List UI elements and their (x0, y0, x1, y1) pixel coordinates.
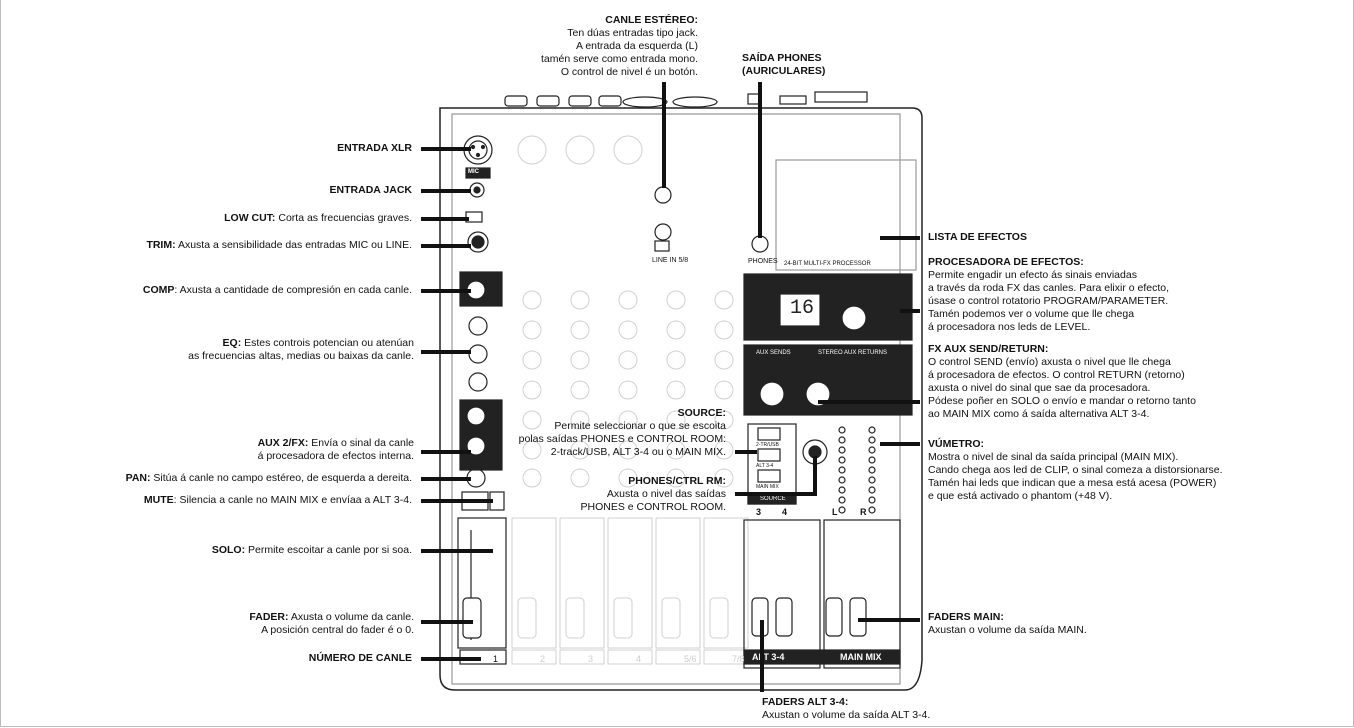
vu-led-left (838, 426, 846, 434)
vu-led-left (838, 506, 846, 514)
label-comp: COMP: Axusta a cantidade de compresión e… (142, 284, 412, 296)
vu-led-right (868, 436, 876, 444)
vu-led-right (868, 476, 876, 484)
label-fader: FADER: Axusta o volume da canle.A posici… (249, 611, 414, 636)
channel-strip-3 (559, 135, 605, 665)
leader-mute (421, 499, 493, 503)
source-button-2tr[interactable]: 2-TR/USB (756, 442, 779, 448)
channel-number: 1 (493, 654, 499, 664)
label-xlr: ENTRADA XLR (337, 142, 412, 154)
leader-source (735, 450, 757, 454)
vu-led-left (838, 486, 846, 494)
channel-number: 2 (540, 654, 546, 664)
label-processor: PROCESADORA DE EFECTOS: Permite engadir … (928, 256, 1170, 333)
label-source: SOURCE: Permite seleccionar o que se esc… (518, 407, 726, 458)
leader-phones-ctrl-v (813, 456, 817, 496)
leader-fader (421, 620, 473, 624)
leader-aux (421, 450, 471, 454)
vu-led-right (868, 466, 876, 474)
vu-led-left (838, 456, 846, 464)
alt-number-4: 4 (782, 507, 788, 517)
channel-number: 5/6 (684, 654, 697, 664)
leader-comp (421, 289, 471, 293)
leader-phones (758, 82, 762, 238)
label-mute: MUTE: Silencia a canle no MAIN MIX e env… (143, 494, 412, 506)
alt-number-3: 3 (756, 507, 762, 517)
label-stereo-channel: CANLE ESTÉREO: Ten dúas entradas tipo ja… (541, 14, 698, 78)
label-fx-aux: FX AUX SEND/RETURN: O control SEND (enví… (928, 343, 1196, 420)
leader-fx-list (880, 236, 920, 240)
leader-eq (421, 350, 471, 354)
leader-faders-main (858, 618, 920, 622)
label-fx-list: LISTA DE EFECTOS (928, 231, 1027, 243)
leader-trim (421, 244, 471, 248)
main-l: L (832, 507, 838, 517)
leader-lowcut (421, 217, 469, 221)
leader-pan (421, 477, 471, 481)
vu-meter-leds (838, 426, 876, 514)
label-trim: TRIM: Axusta a sensibilidade das entrada… (146, 239, 412, 251)
vu-led-left (838, 496, 846, 504)
channel-strip-7/8 (703, 290, 749, 665)
vu-led-left (838, 446, 846, 454)
label-channel-number: NÚMERO DE CANLE (308, 652, 412, 664)
leader-solo (421, 549, 493, 553)
fx-display: 16 (790, 297, 815, 320)
label-phones-ctrl: PHONES/CTRL RM: Axusta o nivel das saída… (580, 475, 726, 513)
label-solo: SOLO: Permite escoitar a canle por si so… (211, 544, 412, 556)
vu-led-right (868, 426, 876, 434)
phones-jack-label: PHONES (748, 258, 778, 265)
vu-led-right (868, 486, 876, 494)
vu-led-left (838, 466, 846, 474)
aux-sends-label: AUX SENDS (756, 350, 791, 356)
label-phones-out: SAÍDA PHONES(AURICULARES) (742, 52, 826, 77)
vu-led-right (868, 446, 876, 454)
label-jack: ENTRADA JACK (329, 184, 412, 196)
leader-processor (900, 309, 920, 313)
channel-strip-2 (511, 135, 557, 665)
leader-jack (421, 189, 471, 193)
source-button-main[interactable]: MAIN MIX (756, 484, 779, 490)
leader-phones-ctrl (735, 492, 815, 496)
label-lowcut: LOW CUT: Corta as frecuencias graves. (224, 212, 412, 224)
top-connectors (504, 91, 868, 108)
label-pan: PAN: Sitúa á canle no campo estéreo, de … (125, 472, 412, 484)
line-in-label: LINE IN 5/8 (652, 257, 689, 264)
channel-number: 7/8 (732, 654, 745, 664)
mic-label: MIC (468, 169, 479, 175)
leader-xlr (421, 147, 471, 151)
vu-led-left (838, 476, 846, 484)
leader-channel-number (421, 657, 481, 661)
main-mix-label: MAIN MIX (840, 652, 882, 662)
label-faders-main: FADERS MAIN:Axustan o volume da saída MA… (928, 611, 1087, 636)
stereo-channel (654, 186, 672, 252)
fx-processor (743, 273, 913, 341)
vu-led-right (868, 456, 876, 464)
channel-strip-4 (607, 135, 653, 665)
source-button-alt[interactable]: ALT 3-4 (756, 463, 774, 469)
processor-label: 24-BIT MULTI-FX PROCESSOR (784, 261, 871, 267)
vu-led-right (868, 496, 876, 504)
channel-1-strip (457, 135, 507, 665)
source-label: SOURCE (760, 496, 786, 502)
channel-number: 4 (636, 654, 642, 664)
leader-stereo (662, 82, 666, 188)
alt-3-4-label: ALT 3-4 (752, 652, 785, 662)
channel-strip-5/6 (655, 290, 701, 665)
leader-fx-aux (818, 400, 920, 404)
vu-led-left (838, 436, 846, 444)
vu-led-right (868, 506, 876, 514)
channel-number: 3 (588, 654, 594, 664)
phones-jack (751, 235, 769, 253)
label-faders-alt: FADERS ALT 3-4:Axustan o volume da saída… (762, 696, 931, 721)
label-vu: VÚMETRO: Mostra o nivel de sinal da saíd… (928, 438, 1223, 502)
stereo-returns-label: STEREO AUX RETURNS (818, 350, 888, 356)
main-r: R (860, 507, 867, 517)
leader-faders-alt (760, 620, 764, 692)
leader-vu (880, 442, 920, 446)
